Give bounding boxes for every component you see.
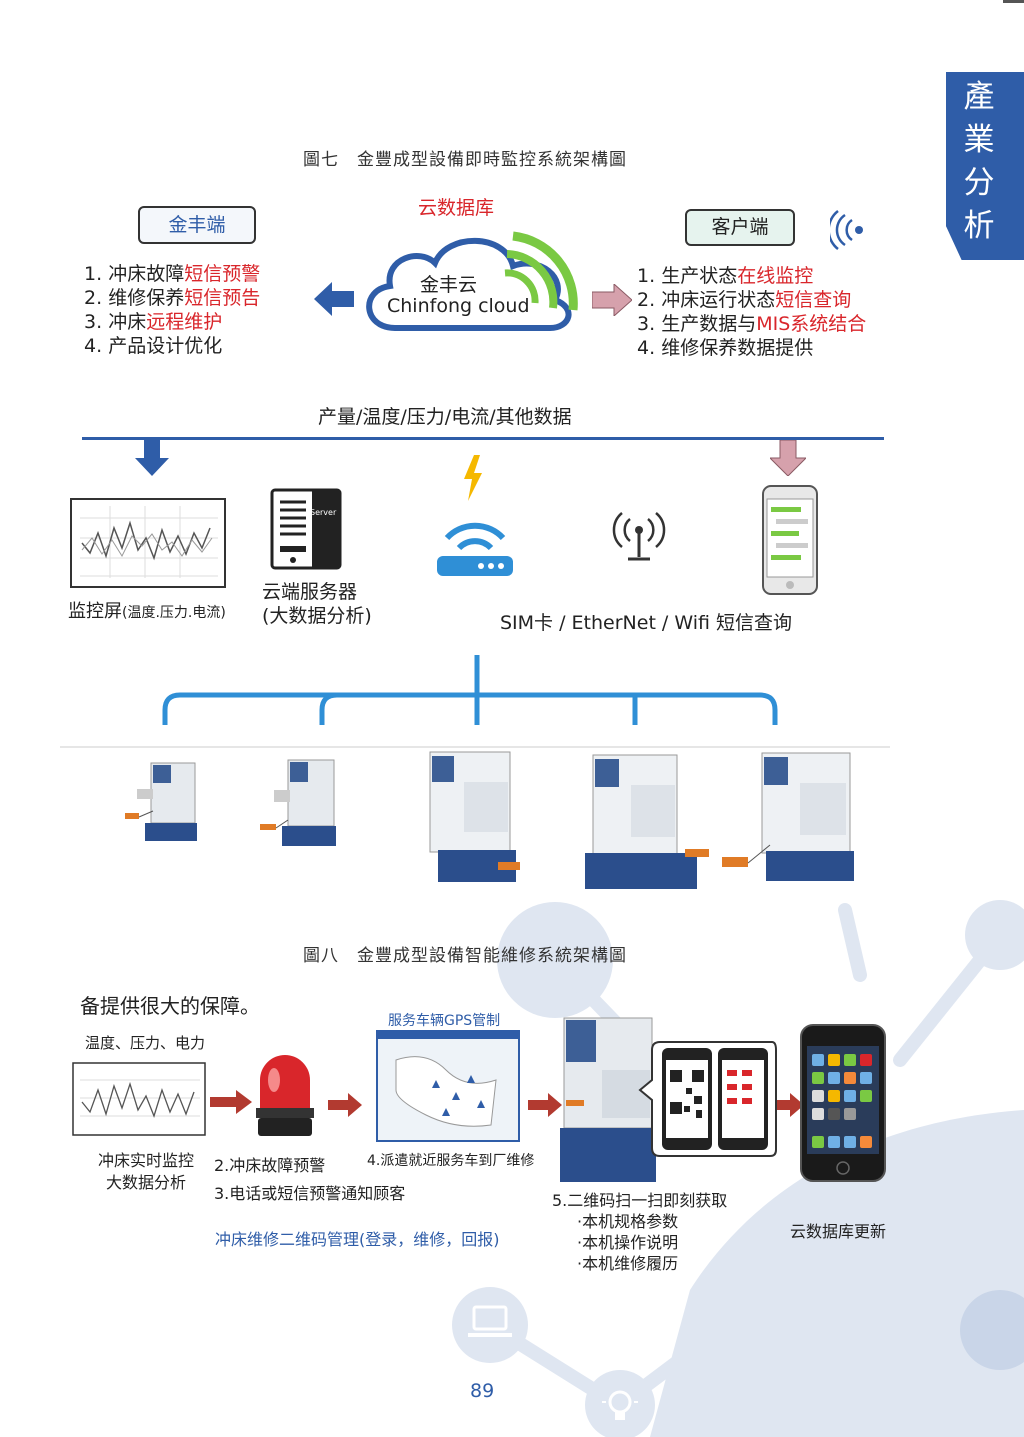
client-side-box: 客户端 (685, 209, 795, 246)
arrow-left-icon (314, 282, 354, 316)
arrow-right-icon (210, 1090, 252, 1114)
data-bus-line (82, 437, 884, 440)
press-machine-image (125, 762, 197, 841)
realtime-chart-icon (72, 1062, 206, 1136)
alarm-light-icon (256, 1055, 314, 1136)
figure8-heading: 备提供很大的保障。 (80, 994, 260, 1018)
cloud-icon (366, 231, 578, 331)
list-item: 2. 维修保养短信预告 (84, 287, 261, 309)
step3-label: 3.电话或短信预警通知顾客 (214, 1184, 406, 1203)
top-rule (1003, 0, 1024, 3)
data-bus-label: 产量/温度/压力/电流/其他数据 (318, 406, 572, 428)
list-item: 4. 产品设计优化 (84, 335, 223, 357)
section-tab-char: 析 (963, 208, 995, 244)
arrow-right-icon (592, 284, 632, 316)
step2-label: 2.冲床故障预警 (214, 1156, 326, 1175)
server-badge: Server (310, 508, 337, 517)
list-item: 3. 生产数据与MIS系统结合 (637, 313, 867, 335)
chinfong-side-box: 金丰端 (138, 206, 256, 244)
list-item: 3. 冲床远程维护 (84, 311, 223, 333)
arrow-right-icon (328, 1093, 362, 1117)
list-item: 1. 生产状态在线监控 (637, 265, 814, 287)
section-tab-char: 業 (963, 122, 995, 158)
qr-phones-icon (638, 1041, 777, 1157)
cloud-name-cn: 金丰云 (420, 274, 478, 296)
wifi-router-icon (437, 522, 513, 576)
step5-block: 5.二维码扫一扫即刻获取 ·本机规格参数 ·本机操作说明 ·本机维修履历 (552, 1191, 728, 1273)
step5-item: ·本机维修履历 (577, 1254, 679, 1273)
press-machine-image (260, 759, 336, 846)
arrow-down-pink-icon (770, 440, 806, 476)
bg-curve (760, 1148, 1024, 1260)
figure8-label: 圖八 (303, 946, 339, 966)
qr-management-label: 冲床维修二维码管理(登录，维修，回报) (215, 1230, 500, 1249)
gps-map-icon (376, 1030, 520, 1142)
lightbulb-icon (602, 1390, 638, 1420)
step4-label: 4.派遣就近服务车到厂维修 (367, 1153, 535, 1169)
client-side-list: 1. 生产状态在线监控 2. 冲床运行状态短信查询 3. 生产数据与MIS系统结… (637, 264, 866, 360)
monitor-label: 监控屏(温度.压力.电流) (68, 601, 226, 622)
figure7-title: 金豐成型設備即時監控系統架構圖 (357, 150, 627, 170)
press-machine-image (585, 754, 709, 889)
arrow-right-icon (528, 1093, 562, 1117)
press-machine-image (429, 751, 520, 882)
figure7-caption: 圖七金豐成型設備即時監控系統架構圖 (303, 145, 627, 170)
antenna-icon (612, 512, 666, 561)
list-item: 2. 冲床运行状态短信查询 (637, 289, 852, 311)
section-tab-char: 分 (963, 165, 995, 201)
page-number: 89 (470, 1380, 495, 1402)
cloud-database-label: 云数据库 (418, 197, 495, 219)
realtime-monitor-label: 冲床实时监控 大数据分析 (98, 1151, 195, 1192)
server-label: 云端服务器 (大数据分析) (262, 581, 372, 627)
list-item: 1. 冲床故障短信预警 (84, 263, 261, 285)
arrow-down-icon (135, 440, 169, 476)
laptop-icon (468, 1305, 512, 1337)
figure8-title: 金豐成型設備智能維修系統架構圖 (357, 946, 627, 966)
network-label: SIM卡 / EtherNet / Wifi 短信查询 (500, 612, 793, 634)
figure8-caption: 圖八金豐成型設備智能維修系統架構圖 (303, 941, 627, 966)
sensor-label: 温度、压力、电力 (85, 1034, 206, 1052)
gps-label: 服务车辆GPS管制 (388, 1013, 501, 1029)
smartphone-icon (762, 485, 818, 595)
server-icon (270, 488, 342, 570)
wireless-signal-icon (830, 210, 863, 250)
list-item: 4. 维修保养数据提供 (637, 337, 814, 359)
monitor-chart-icon (70, 498, 226, 588)
step5-item: ·本机规格参数 (577, 1212, 679, 1231)
network-tree-lines (60, 655, 890, 748)
section-tab: 產 業 分 析 (946, 72, 1024, 260)
arrow-right-icon (770, 1093, 804, 1117)
cloud-update-label: 云数据库更新 (790, 1222, 887, 1241)
cloud-name-en: Chinfong cloud (387, 295, 530, 317)
section-tab-char: 產 (963, 79, 995, 115)
press-machine-image (560, 1017, 656, 1182)
press-machine-image (722, 752, 854, 881)
smartphone-icon (800, 1024, 886, 1182)
figure7-label: 圖七 (303, 150, 339, 170)
chinfong-side-list: 1. 冲床故障短信预警 2. 维修保养短信预告 3. 冲床远程维护 4. 产品设… (84, 262, 260, 358)
step5-item: ·本机操作说明 (577, 1233, 679, 1252)
lightning-icon (464, 455, 482, 501)
